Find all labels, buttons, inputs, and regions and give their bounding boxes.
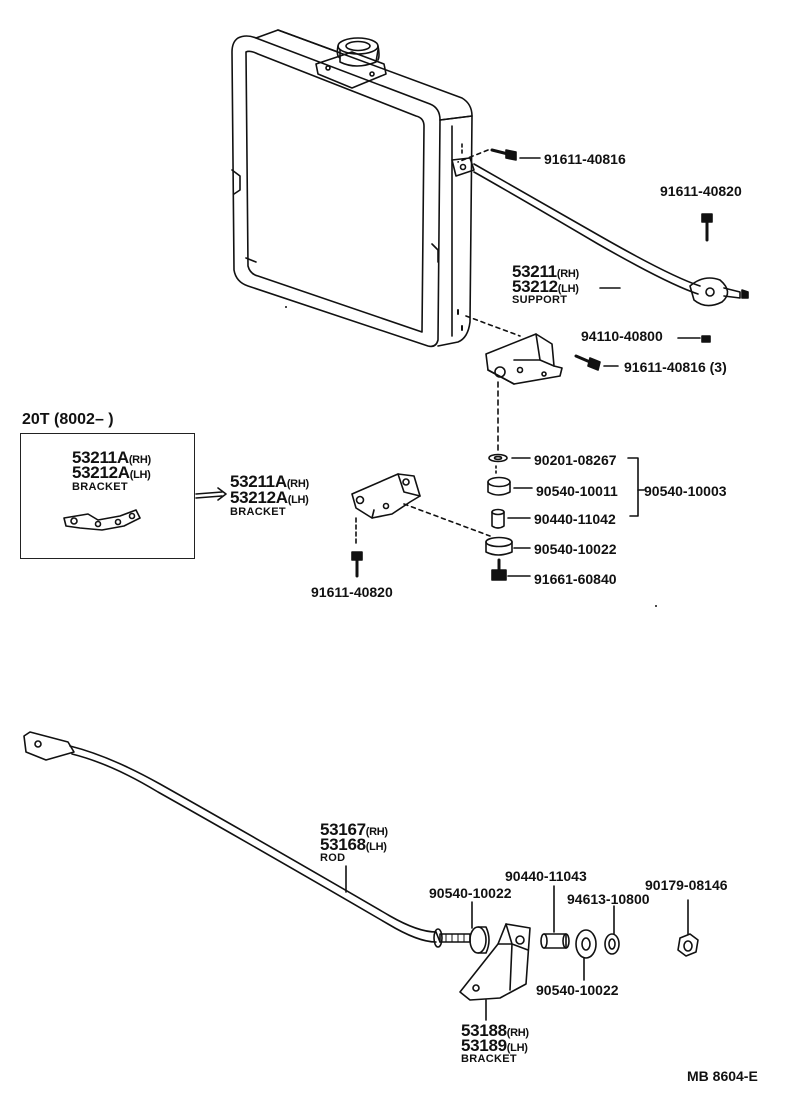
label-bracket-lower-lh: 53189(LH) (461, 1037, 528, 1057)
label-washer: 90201-08267 (534, 452, 617, 468)
rod-lh-suffix: (LH) (365, 841, 387, 853)
bracket-lower-rh-number: 53188 (461, 1021, 507, 1040)
collar-90440-11043 (540, 933, 570, 949)
bracket-a-rh-number: 53211A (230, 472, 287, 491)
label-bolt-bottom: 91661-60840 (534, 571, 617, 587)
label-cushion-lower: 90540-10022 (534, 541, 617, 557)
bracket-lower-lh-number: 53189 (461, 1036, 507, 1055)
inset-part-rh-number: 53211A (72, 448, 129, 467)
bracket-a-lh-number: 53212A (230, 488, 288, 507)
label-support-rh: 53211(RH) (512, 263, 579, 283)
label-cushion-upper: 90540-10011 (536, 483, 618, 499)
inset-part-rh-suffix: (RH) (128, 454, 151, 466)
label-bolt-bracket: 91611-40820 (311, 584, 393, 600)
leaders-stack (507, 157, 645, 577)
mount-stack (485, 453, 513, 581)
support-rh-number: 53211 (512, 262, 557, 281)
inset-header: 20T (8002– ) (22, 411, 114, 428)
inset-caption: BRACKET (72, 481, 128, 493)
support-53211 (485, 333, 563, 385)
rod-rh-suffix: (RH) (365, 826, 388, 838)
support-lh-number: 53212 (512, 277, 558, 296)
label-bolt-right: 91611-40820 (660, 183, 742, 199)
label-bracket-lower-caption: BRACKET (461, 1053, 517, 1065)
guide-line-bracket (403, 503, 491, 537)
inset-arrow (195, 491, 223, 495)
support-rh-suffix: (RH) (556, 268, 579, 280)
label-bracket-a-rh: 53211A(RH) (230, 473, 309, 493)
footer-code: MB 8604-E (687, 1068, 758, 1084)
inset-part-lh: 53212A(LH) (72, 464, 151, 484)
upper-stay-rod (451, 157, 749, 307)
label-bolt-support: 91611-40816 (3) (624, 359, 727, 375)
label-collar: 90440-11042 (534, 511, 616, 527)
label-cushion-set: 90540-10003 (644, 483, 727, 499)
inset-part-lh-suffix: (LH) (129, 469, 151, 481)
bracket-lower-lh-suffix: (LH) (506, 1042, 528, 1054)
label-cushion-left: 90540-10022 (429, 885, 512, 901)
label-bracket-lower-rh: 53188(RH) (461, 1022, 529, 1042)
label-nut-lower: 90179-08146 (645, 877, 728, 893)
label-bolt-top: 91611-40816 (544, 151, 626, 167)
nut-94110-40800 (701, 335, 711, 343)
cushion-90540-10022-right (575, 929, 597, 959)
label-washer-lower: 94613-10800 (567, 891, 650, 907)
leaders-lower (345, 865, 689, 1021)
bracket-53211A (351, 473, 421, 519)
inset-part-lh-number: 53212A (72, 463, 130, 482)
label-collar-lower: 90440-11043 (505, 868, 587, 884)
rod-rh-number: 53167 (320, 820, 366, 839)
support-lh-suffix: (LH) (557, 283, 579, 295)
bracket-a-rh-suffix: (RH) (286, 478, 309, 490)
label-rod-rh: 53167(RH) (320, 821, 388, 841)
cushion-90540-10022-left (469, 926, 490, 954)
label-bracket-a-caption: BRACKET (230, 506, 286, 518)
bracket-lower-rh-suffix: (RH) (506, 1027, 529, 1039)
label-support-caption: SUPPORT (512, 294, 568, 306)
bracket-53188 (459, 923, 531, 1001)
bolt-91611-40816-support (574, 354, 601, 371)
guide-line-support (465, 315, 521, 337)
label-cushion-right: 90540-10022 (536, 982, 619, 998)
radiator-cap (315, 37, 387, 89)
label-support-lh: 53212(LH) (512, 278, 579, 298)
label-nut-small: 94110-40800 (581, 328, 663, 344)
bracket-a-lh-suffix: (LH) (287, 494, 309, 506)
inset-bracket-drawing (63, 509, 141, 531)
rod-53167 (23, 731, 471, 948)
bolt-91611-40820-bracket (351, 551, 363, 578)
inset-box (20, 433, 195, 559)
label-rod-lh: 53168(LH) (320, 836, 387, 856)
label-rod-caption: ROD (320, 852, 346, 864)
label-bracket-a-lh: 53212A(LH) (230, 489, 309, 509)
bolt-91611-40816-top (457, 148, 517, 163)
rod-lh-number: 53168 (320, 835, 366, 854)
inset-part-rh: 53211A(RH) (72, 449, 151, 469)
nut-90179-08146 (677, 933, 699, 957)
bolt-91611-40820-right (701, 213, 713, 242)
washer-94613-10800 (604, 933, 620, 955)
radiator-core (231, 29, 473, 348)
